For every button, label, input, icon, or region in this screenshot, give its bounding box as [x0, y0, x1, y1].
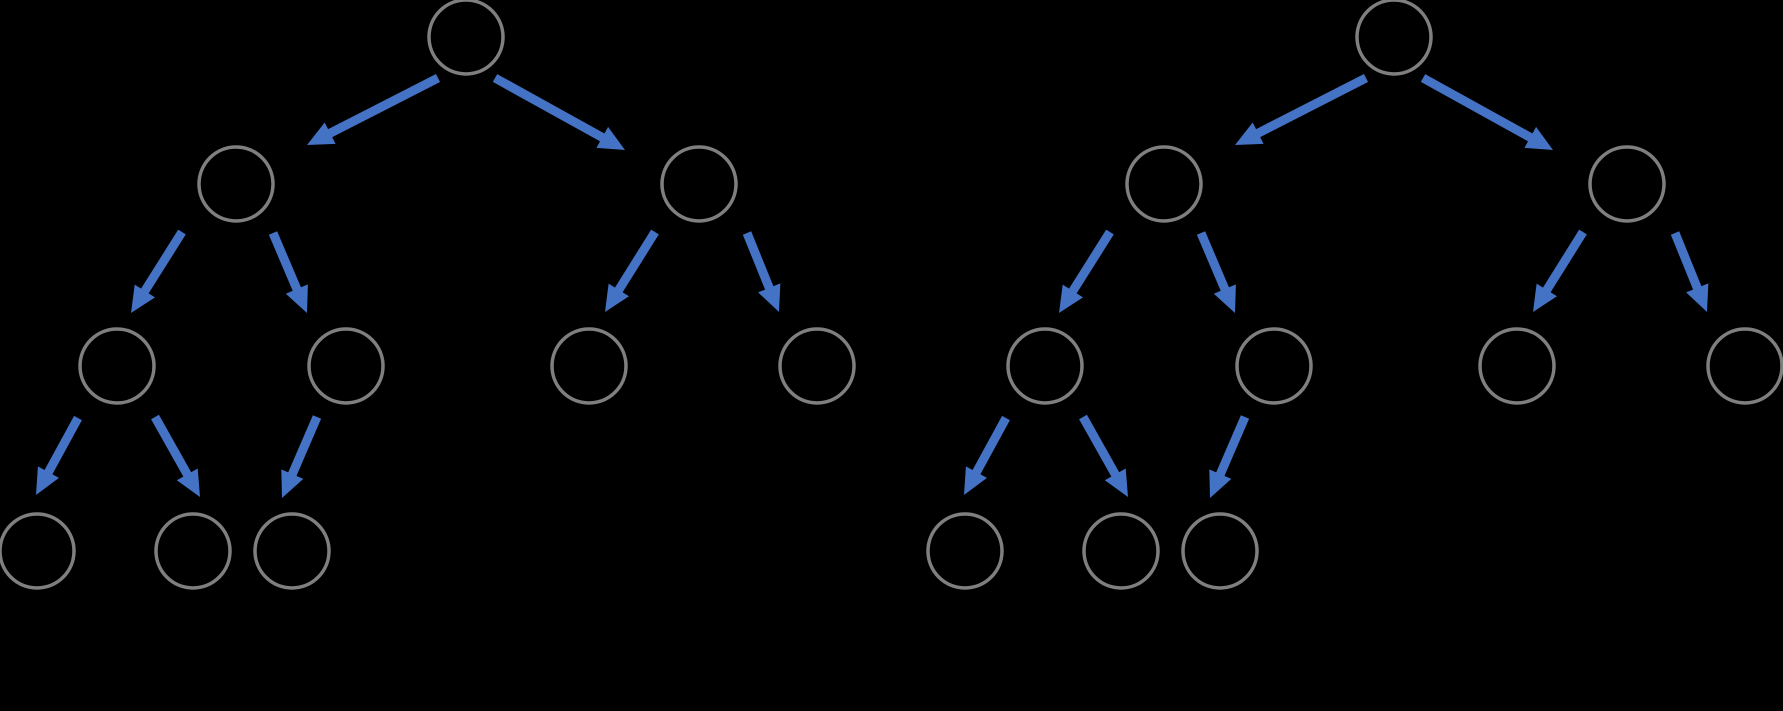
tree-1: [0, 0, 856, 590]
tree-2-edge-left-to-left-right-arrow: [1196, 231, 1236, 313]
tree-1-node-root: [427, 0, 505, 76]
tree-2-node-left-right-left: [1181, 512, 1259, 590]
tree-2-node-right-right: [1706, 327, 1783, 405]
tree-2-edge-right-to-right-left-arrow: [1533, 229, 1587, 313]
tree-2-node-left-left-left: [926, 512, 1004, 590]
tree-1-node-right: [660, 145, 738, 223]
tree-1-edge-root-to-left-arrow: [307, 73, 441, 145]
tree-2-node-root: [1355, 0, 1433, 76]
tree-2-node-left: [1125, 145, 1203, 223]
tree-2-node-right-left: [1478, 327, 1556, 405]
tree-2-node-left-left: [1006, 327, 1084, 405]
tree-2-edge-root-to-right-arrow: [1420, 74, 1553, 150]
tree-1-node-right-left: [550, 327, 628, 405]
tree-1-node-left-right: [307, 327, 385, 405]
tree-2-edge-left-right-to-left-right-left-arrow: [1209, 415, 1250, 498]
tree-1-node-left-right-left: [253, 512, 331, 590]
tree-1-node-left: [197, 145, 275, 223]
tree-2-edge-root-to-left-arrow: [1234, 73, 1369, 145]
tree-1-edge-root-to-right-arrow: [492, 74, 625, 150]
tree-2-node-right: [1588, 145, 1666, 223]
tree-1-node-left-left-right: [154, 512, 232, 590]
tree-2-edge-left-to-left-left-arrow: [1058, 229, 1114, 313]
tree-1-edge-right-to-right-left-arrow: [604, 229, 659, 313]
tree-2: [926, 0, 1783, 590]
tree-1-edge-left-to-left-right-arrow: [268, 231, 308, 314]
tree-2-edge-left-left-to-left-left-left-arrow: [963, 415, 1010, 495]
tree-1-edge-right-to-right-right-arrow: [742, 231, 781, 313]
tree-1-edge-left-to-left-left-arrow: [130, 229, 186, 313]
tree-1-edge-left-right-to-left-right-left-arrow: [281, 415, 322, 498]
tree-1-node-right-right: [778, 327, 856, 405]
tree-1-edge-left-left-to-left-left-left-arrow: [35, 415, 82, 495]
tree-1-edge-left-left-to-left-left-right-arrow: [151, 414, 200, 497]
tree-1-node-left-left-left: [0, 512, 76, 590]
tree-2-node-left-right: [1235, 327, 1313, 405]
tree-2-node-left-left-right: [1082, 512, 1160, 590]
tree-2-edge-left-left-to-left-left-right-arrow: [1079, 414, 1129, 497]
tree-2-edge-right-to-right-right-arrow: [1670, 231, 1709, 313]
tree-1-node-left-left: [78, 327, 156, 405]
